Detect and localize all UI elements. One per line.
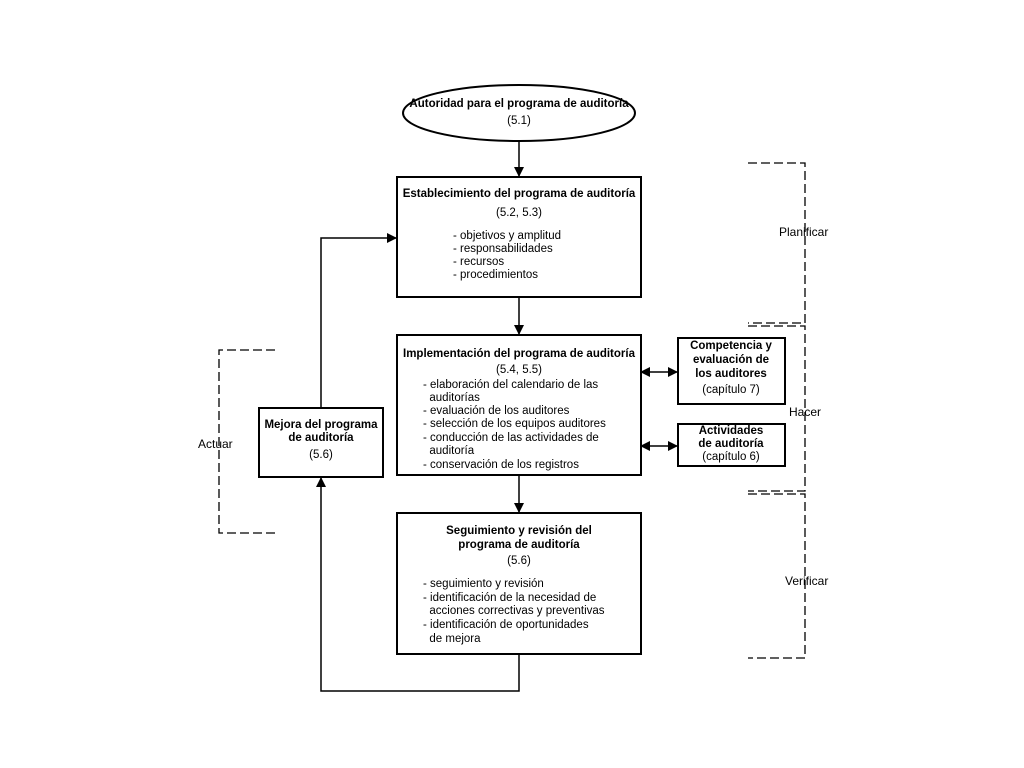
improve-title-line1: Mejora del programa (264, 419, 378, 431)
authority-ellipse (402, 84, 636, 142)
bracket-plan (748, 162, 806, 324)
monitor-ref: (5.6) (507, 555, 531, 567)
authority-title: Autoridad para el programa de auditoría (409, 98, 629, 110)
authority-ref: (5.1) (507, 115, 531, 127)
monitor-item: - identificación de oportunidades (423, 619, 589, 631)
phase-label-plan: Planificar (779, 225, 829, 239)
establish-item: - objetivos y amplitud (453, 230, 562, 242)
phase-label-do: Hacer (789, 405, 822, 419)
monitor-item: - seguimiento y revisión (423, 578, 544, 590)
improve-ref: (5.6) (309, 449, 333, 461)
monitor-item: de mejora (423, 633, 481, 645)
establish-box (396, 176, 642, 298)
establish-item: - procedimientos (453, 269, 539, 281)
competence-line3: los auditores (695, 368, 767, 380)
improve-box (258, 407, 384, 478)
monitor-title-line2: programa de auditoría (458, 539, 580, 551)
bracket-act (218, 349, 275, 534)
implement-box (396, 334, 642, 476)
implement-item: - elaboración del calendario de las (423, 379, 599, 391)
monitor-title-line1: Seguimiento y revisión del (446, 525, 592, 537)
bracket-do (748, 325, 806, 492)
establish-title: Establecimiento del programa de auditorí… (402, 188, 636, 200)
activities-line2: de auditoría (698, 438, 764, 450)
competence-ref: (capítulo 7) (702, 384, 760, 396)
implement-item: - selección de los equipos auditores (423, 418, 606, 430)
arrow-improve-to-establish (320, 233, 397, 407)
implement-item: auditoría (423, 445, 475, 457)
activities-box (677, 423, 786, 467)
competence-box (677, 337, 786, 405)
implement-ref: (5.4, 5.5) (495, 364, 543, 376)
implement-item: - evaluación de los auditores (423, 405, 570, 417)
activities-ref: (capítulo 6) (702, 451, 760, 463)
monitor-box (396, 512, 642, 655)
implement-title: Implementación del programa de auditoría (403, 348, 635, 360)
establish-ref: (5.2, 5.3) (495, 207, 543, 219)
implement-item: auditorías (423, 392, 480, 404)
competence-line1: Competencia y (690, 340, 772, 352)
monitor-item: - identificación de la necesidad de (423, 592, 597, 604)
implement-item: - conducción de las actividades de (423, 432, 599, 444)
monitor-item: acciones correctivas y preventivas (423, 605, 605, 617)
arrow-monitor-to-improve (316, 477, 520, 692)
phase-label-check: Verificar (785, 574, 829, 588)
bracket-check (748, 493, 806, 659)
establish-item: - responsabilidades (453, 243, 553, 255)
implement-item: - conservación de los registros (423, 459, 579, 471)
activities-line1: Actividades (698, 425, 764, 437)
improve-title-line2: de auditoría (288, 432, 354, 444)
competence-line2: evaluación de (692, 354, 770, 366)
phase-label-act: Actuar (198, 437, 233, 451)
establish-item: - recursos (453, 256, 505, 268)
